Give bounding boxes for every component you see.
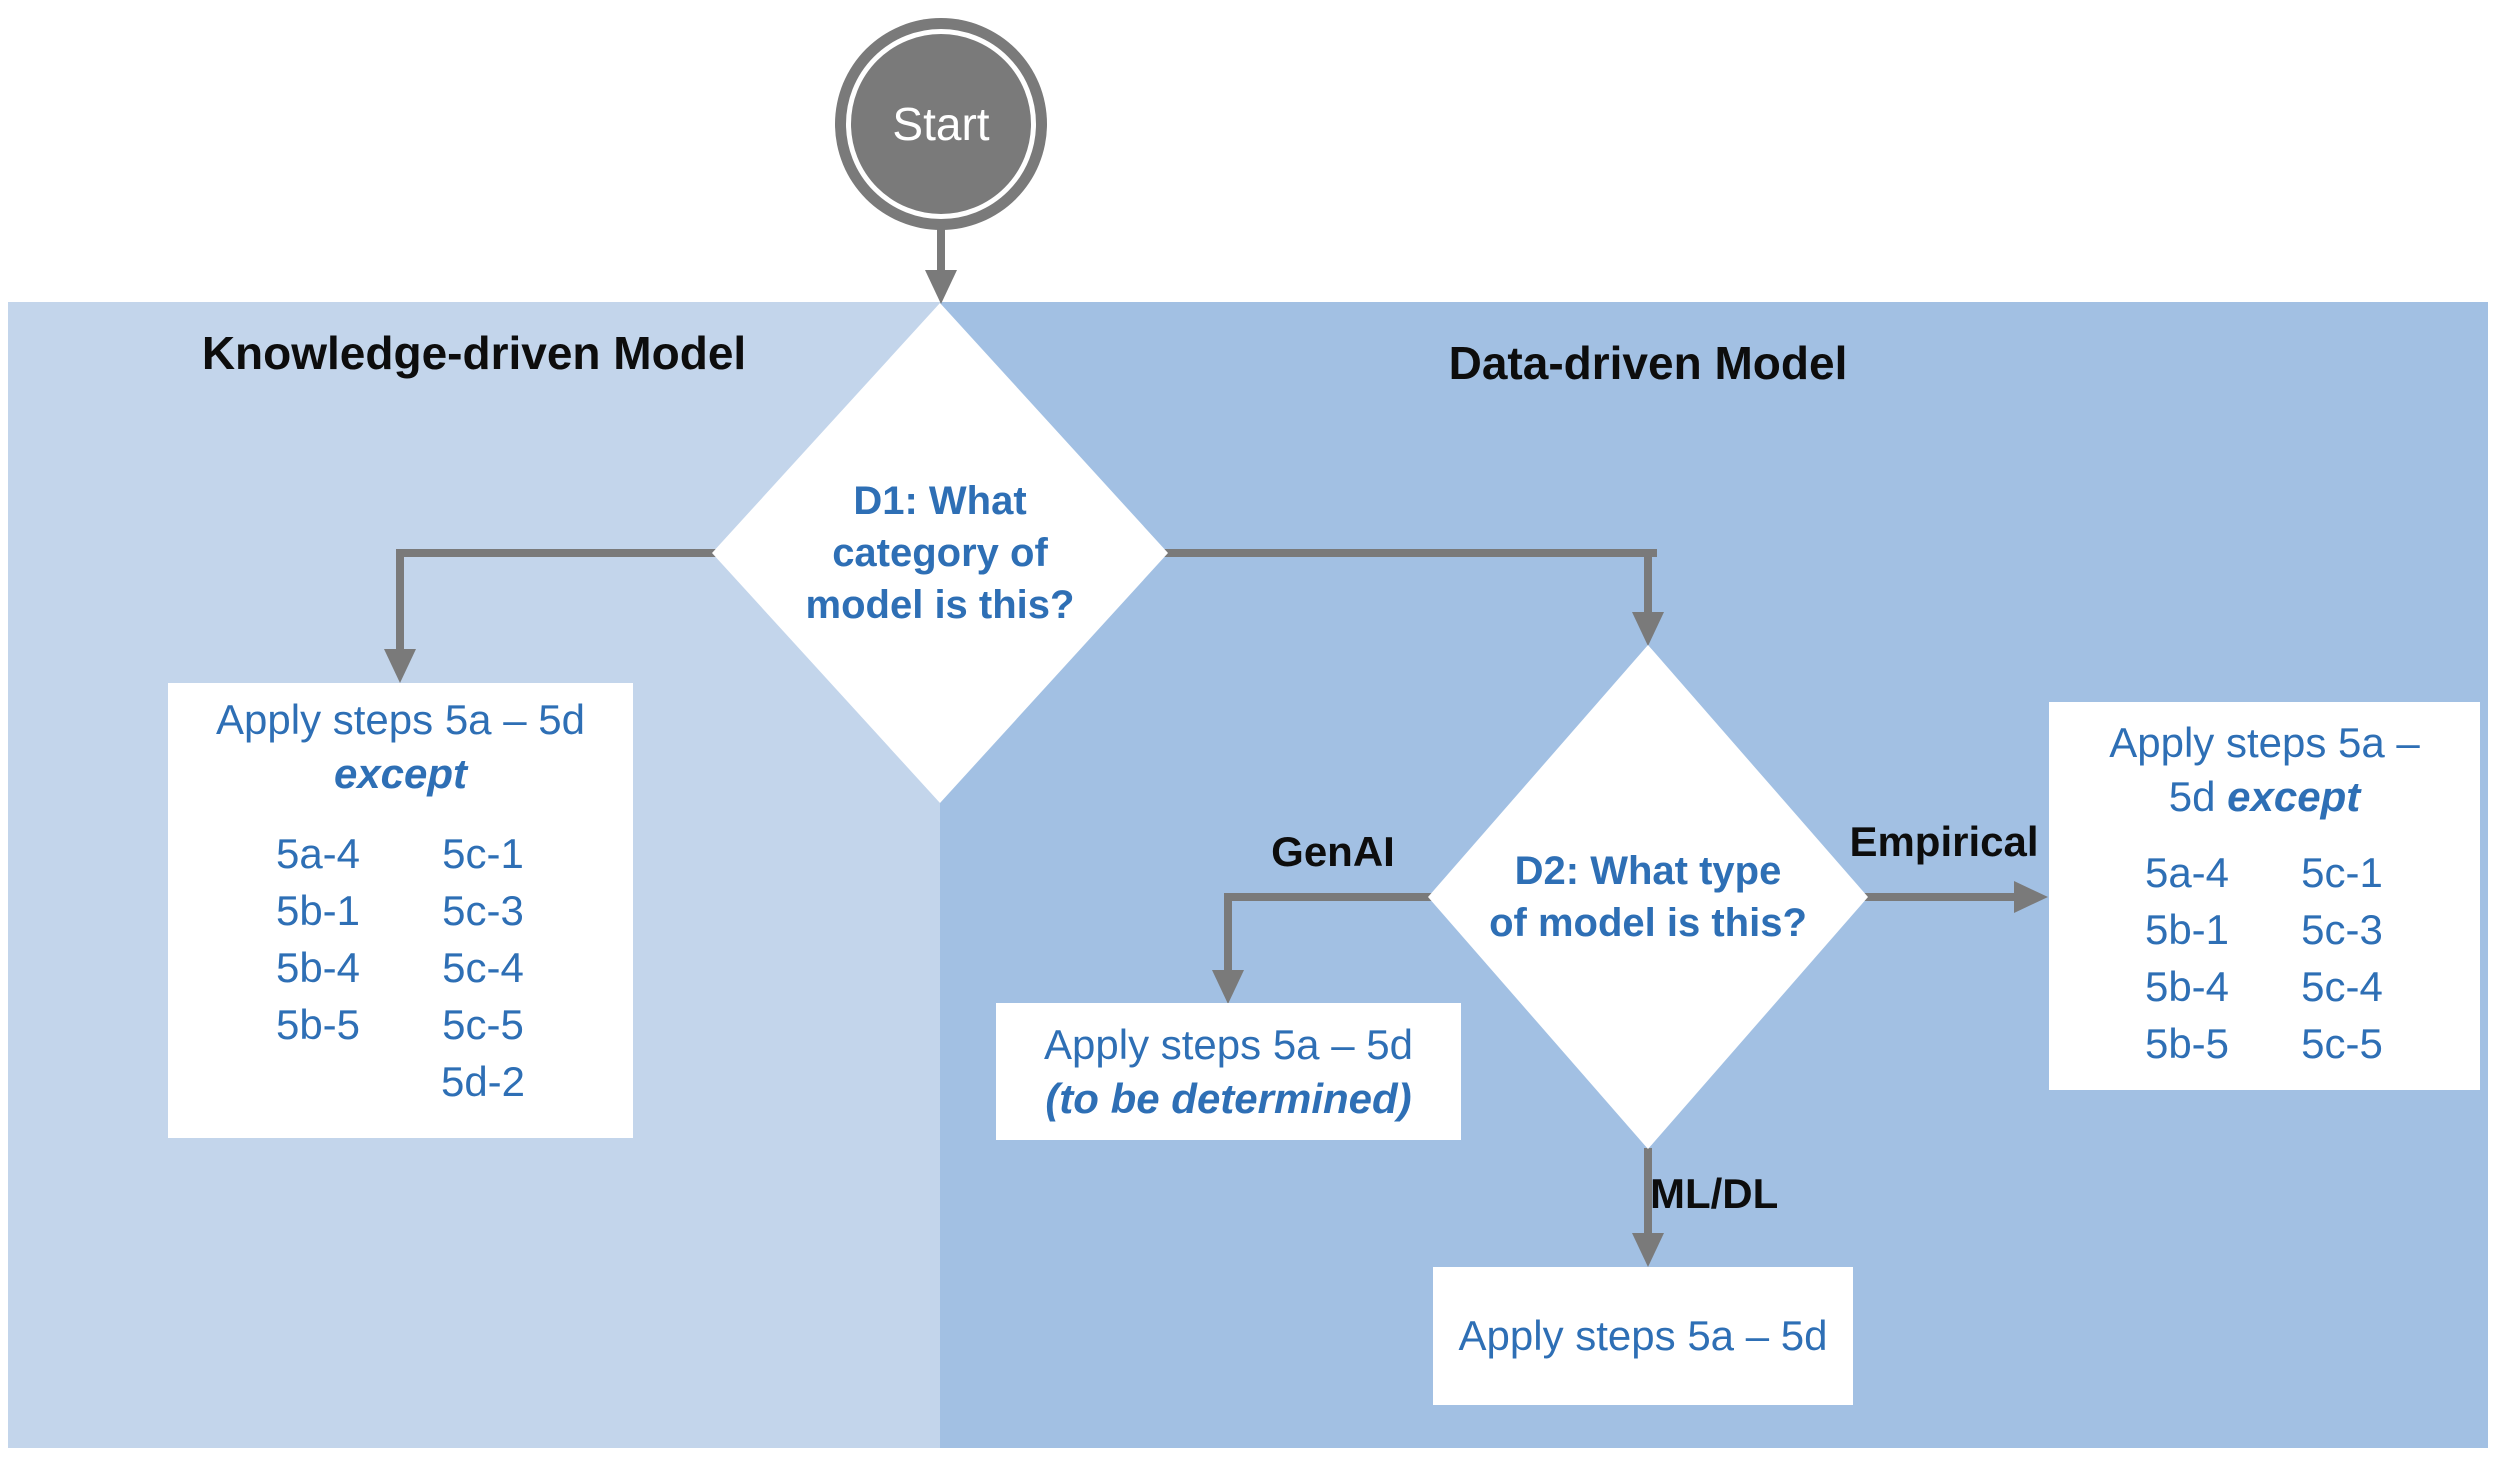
arrow-d2-genai-vline bbox=[1224, 893, 1232, 973]
d2-line1: D2: What type bbox=[1514, 849, 1782, 893]
exception-item: 5c-3 bbox=[442, 887, 524, 934]
exception-item: 5a-4 bbox=[2144, 849, 2230, 896]
exception-item: 5c-5 bbox=[442, 1001, 524, 1048]
d1-line2: category of bbox=[832, 531, 1048, 575]
exception-item: 5b-5 bbox=[275, 1001, 361, 1048]
branch-label-genai: GenAI bbox=[1271, 828, 1395, 875]
start-node: Start bbox=[835, 18, 1047, 230]
branch-label-empirical: Empirical bbox=[1849, 818, 2039, 865]
arrow-d2-genai-hline bbox=[1224, 893, 1432, 901]
exception-item: 5b-5 bbox=[2144, 1020, 2230, 1067]
exception-item: 5b-4 bbox=[2144, 963, 2230, 1010]
empirical-heading-prefix: 5d bbox=[2168, 773, 2228, 820]
arrow-d1-left-hline bbox=[396, 549, 718, 557]
arrow-d2-mldl-head bbox=[1632, 1233, 1664, 1267]
mldl-outcome-line1: Apply steps 5a – 5d bbox=[1458, 1312, 1828, 1359]
empirical-outcome-heading-line1: Apply steps 5a – bbox=[2109, 719, 2420, 766]
empirical-exception-col1: 5a-4 5b-1 5b-4 5b-5 bbox=[2110, 844, 2265, 1072]
arrow-d2-mldl-line bbox=[1644, 1148, 1652, 1236]
exception-item: 5d-2 bbox=[440, 1058, 526, 1105]
genai-outcome-line2: (to be determined) bbox=[1045, 1074, 1412, 1122]
start-node-label: Start bbox=[892, 98, 990, 150]
arrow-d2-empirical-head bbox=[2014, 881, 2048, 913]
exception-item: 5c-4 bbox=[442, 944, 524, 991]
exception-item: 5b-1 bbox=[275, 887, 361, 934]
exception-item: 5c-5 bbox=[2301, 1020, 2383, 1067]
empirical-outcome-except: except bbox=[2227, 773, 2361, 820]
exception-item: 5a-4 bbox=[275, 830, 361, 877]
knowledge-driven-title: Knowledge-driven Model bbox=[201, 327, 747, 379]
exception-item: 5b-4 bbox=[275, 944, 361, 991]
arrow-start-to-d1-line bbox=[937, 228, 945, 272]
branch-label-mldl: ML/DL bbox=[1650, 1170, 1779, 1217]
empirical-outcome-heading-line2: 5d except bbox=[2049, 770, 2480, 824]
empirical-outcome-box: Apply steps 5a – 5d except 5a-4 5b-1 5b-… bbox=[2049, 702, 2480, 1090]
d1-line1: D1: What bbox=[853, 479, 1027, 523]
arrow-d2-genai-head bbox=[1212, 970, 1244, 1004]
knowledge-exception-col2: 5c-1 5c-3 5c-4 5c-5 5d-2 bbox=[401, 825, 566, 1110]
exception-item: 5c-1 bbox=[442, 830, 524, 877]
exception-item: 5c-1 bbox=[2301, 849, 2383, 896]
decision-d2-question: D2: What type of model is this? bbox=[1489, 845, 1807, 949]
d1-line3: model is this? bbox=[805, 583, 1075, 627]
arrow-d1-right-vline bbox=[1644, 549, 1652, 615]
data-driven-title: Data-driven Model bbox=[1448, 337, 1848, 389]
empirical-exception-col2: 5c-1 5c-3 5c-4 5c-5 bbox=[2265, 844, 2420, 1072]
arrow-d1-left-head bbox=[384, 649, 416, 683]
start-node-ring bbox=[846, 29, 1036, 219]
genai-outcome-box: Apply steps 5a – 5d (to be determined) bbox=[996, 1003, 1461, 1140]
arrow-d1-right-head bbox=[1632, 612, 1664, 646]
arrow-d1-right-hline bbox=[1164, 549, 1657, 557]
arrow-d1-left-vline bbox=[396, 549, 404, 651]
arrow-start-to-d1-head bbox=[925, 270, 957, 304]
arrow-d2-empirical-line bbox=[1860, 893, 2018, 901]
exception-item: 5c-4 bbox=[2301, 963, 2383, 1010]
empirical-exception-list: 5a-4 5b-1 5b-4 5b-5 5c-1 5c-3 5c-4 5c-5 bbox=[2049, 844, 2480, 1072]
genai-outcome-line1: Apply steps 5a – 5d bbox=[1044, 1020, 1413, 1068]
d2-line2: of model is this? bbox=[1489, 901, 1807, 945]
exception-item: 5b-1 bbox=[2144, 906, 2230, 953]
decision-d1-question: D1: What category of model is this? bbox=[806, 475, 1075, 631]
knowledge-outcome-heading: Apply steps 5a – 5d bbox=[216, 696, 585, 743]
knowledge-exception-col1: 5a-4 5b-1 5b-4 5b-5 bbox=[236, 825, 401, 1110]
mldl-outcome-box: Apply steps 5a – 5d bbox=[1433, 1267, 1853, 1405]
exception-item: 5c-3 bbox=[2301, 906, 2383, 953]
knowledge-outcome-except: except bbox=[333, 750, 468, 797]
knowledge-outcome-box: Apply steps 5a – 5d except 5a-4 5b-1 5b-… bbox=[168, 683, 633, 1138]
knowledge-exception-list: 5a-4 5b-1 5b-4 5b-5 5c-1 5c-3 5c-4 5c-5 … bbox=[168, 825, 633, 1110]
